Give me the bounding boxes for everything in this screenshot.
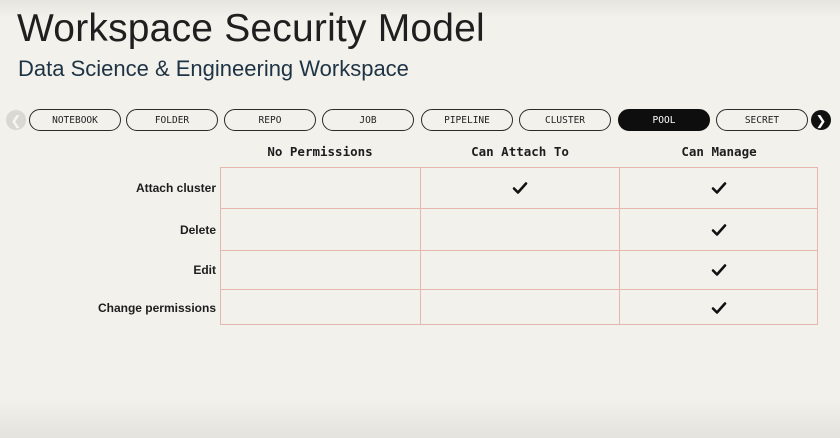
- column-header-no-permissions: No Permissions: [267, 144, 373, 159]
- page-title: Workspace Security Model: [17, 7, 485, 50]
- tab-notebook[interactable]: NOTEBOOK: [29, 109, 121, 131]
- row-label-attach-cluster: Attach cluster: [135, 181, 216, 195]
- row-label-change-permissions: Change permissions: [97, 301, 216, 315]
- bottom-shade: [0, 398, 840, 438]
- column-header-can-attach-to: Can Attach To: [471, 144, 569, 159]
- chevron-left-icon[interactable]: ❮: [6, 110, 26, 130]
- checkmark-icon: [711, 181, 731, 195]
- table-divider: [420, 168, 421, 324]
- top-shade: [0, 0, 840, 18]
- page-subtitle: Data Science & Engineering Workspace: [18, 56, 409, 81]
- checkmark-icon: [711, 223, 731, 237]
- tab-pool[interactable]: POOL: [618, 109, 710, 131]
- tab-pipeline[interactable]: PIPELINE: [421, 109, 513, 131]
- row-label-edit: Edit: [193, 263, 216, 277]
- checkmark-icon: [711, 263, 731, 277]
- row-label-delete: Delete: [179, 223, 216, 237]
- tab-folder[interactable]: FOLDER: [126, 109, 218, 131]
- tab-cluster[interactable]: CLUSTER: [519, 109, 611, 131]
- checkmark-icon: [512, 181, 532, 195]
- table-divider: [221, 208, 817, 209]
- permissions-table: [220, 167, 818, 325]
- table-divider: [619, 168, 620, 324]
- table-divider: [221, 289, 817, 290]
- object-type-tabs: ❮ NOTEBOOK FOLDER REPO JOB PIPELINE CLUS…: [0, 108, 840, 132]
- table-divider: [221, 250, 817, 251]
- tab-repo[interactable]: REPO: [224, 109, 316, 131]
- tab-secret[interactable]: SECRET: [716, 109, 808, 131]
- column-header-can-manage: Can Manage: [681, 144, 757, 159]
- tab-job[interactable]: JOB: [322, 109, 414, 131]
- chevron-right-icon[interactable]: ❯: [811, 110, 831, 130]
- checkmark-icon: [711, 301, 731, 315]
